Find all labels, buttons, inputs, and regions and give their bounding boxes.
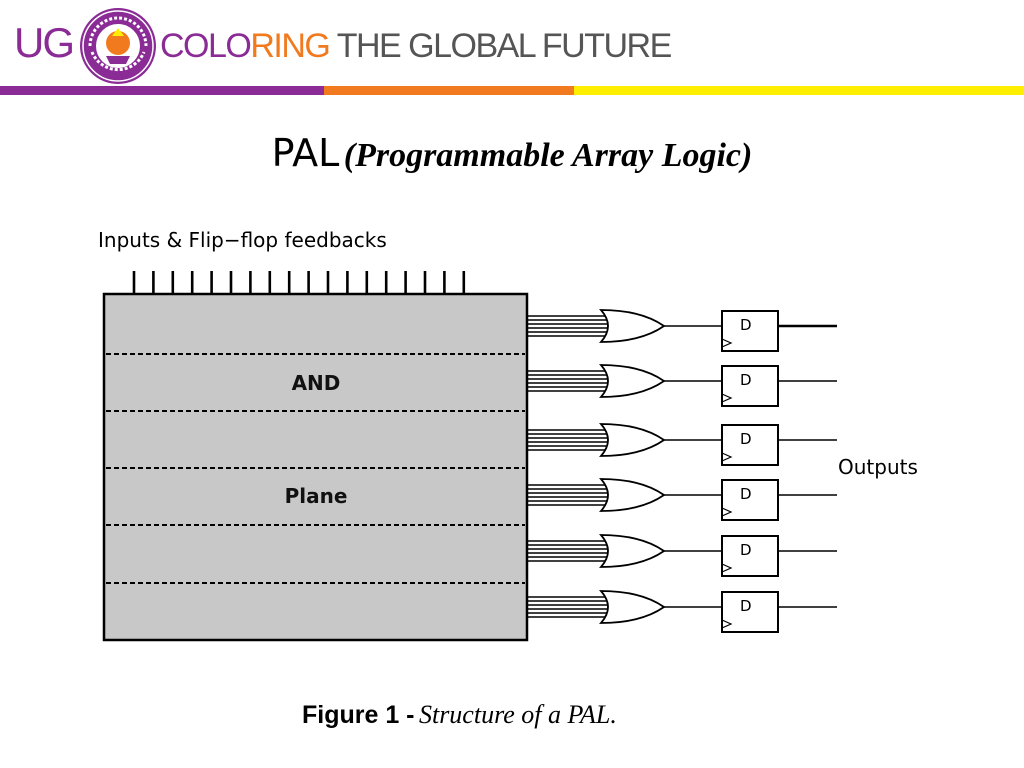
d-flipflop (721, 479, 779, 521)
clock-input-icon (721, 563, 733, 573)
clock-input-icon (721, 507, 733, 517)
output-row: D (527, 364, 837, 407)
or-gate-icon (599, 478, 666, 512)
inputs-label: Inputs & Flip−flop feedbacks (98, 228, 387, 252)
d-flipflop (721, 424, 779, 466)
or-gates: D D D D D D (527, 309, 837, 633)
flipflop-label: D (740, 485, 752, 503)
or-gate-icon (599, 534, 666, 568)
title-main: PAL (271, 131, 340, 175)
plane-label-and: AND (292, 371, 341, 395)
d-flipflop (721, 365, 779, 407)
tagline-part-3: THE GLOBAL FUTURE (329, 27, 673, 65)
header-bar-purple (0, 86, 324, 95)
or-gate-icon (599, 309, 666, 343)
tagline-part-2: RING (250, 27, 331, 65)
d-flipflop (721, 310, 779, 352)
d-flipflop (721, 591, 779, 633)
title-sub: (Programmable Array Logic) (343, 137, 753, 174)
flipflop-label: D (740, 371, 752, 389)
outputs-label: Outputs (838, 455, 918, 479)
header-bar-orange (324, 86, 574, 95)
flipflop-label: D (740, 541, 752, 559)
or-gate-icon (599, 423, 666, 457)
input-lines (132, 271, 466, 294)
clock-input-icon (721, 619, 733, 629)
d-flipflop (721, 535, 779, 577)
or-gate-icon (599, 364, 666, 398)
university-seal-icon (80, 8, 156, 84)
clock-input-icon (721, 452, 733, 462)
or-gate-icon (599, 590, 666, 624)
flipflop-label: D (740, 597, 752, 615)
plane-dividers (106, 353, 525, 584)
output-row: D (527, 590, 837, 633)
output-row: D (527, 478, 837, 521)
slide-title: PAL (Programmable Array Logic) (0, 128, 1024, 187)
figure-caption: Figure 1 - Structure of a PAL. (302, 697, 617, 737)
output-row: D (527, 423, 837, 466)
caption-text: Structure of a PAL. (418, 700, 617, 729)
header: UG COLORING THE GLOBAL FUTURE (0, 0, 1024, 100)
header-bar-yellow (574, 86, 1024, 95)
plane-label-plane: Plane (285, 484, 348, 508)
clock-input-icon (721, 338, 733, 348)
output-row: D (527, 309, 837, 352)
tagline: COLORING THE GLOBAL FUTURE (160, 26, 673, 66)
flipflop-label: D (740, 316, 752, 334)
flipflop-label: D (740, 430, 752, 448)
caption-label: Figure 1 - (302, 701, 415, 729)
clock-input-icon (721, 393, 733, 403)
output-row: D (527, 534, 837, 577)
tagline-part-1: COLO (160, 27, 252, 65)
logo-ug: UG (14, 19, 75, 66)
